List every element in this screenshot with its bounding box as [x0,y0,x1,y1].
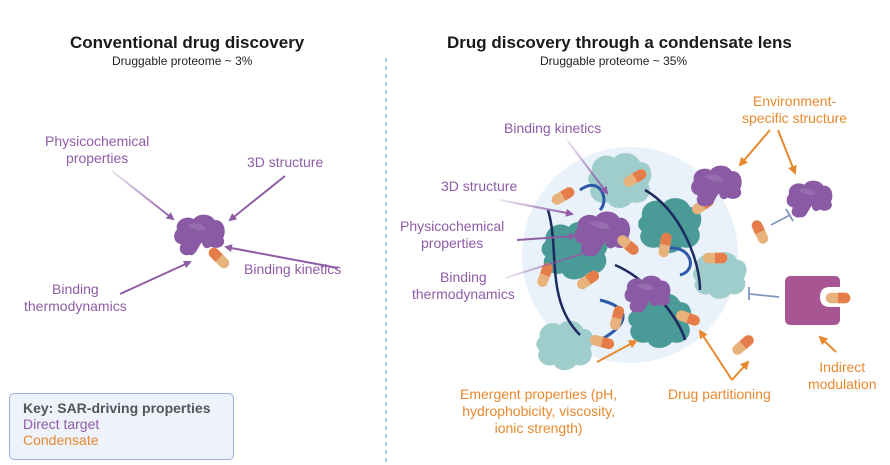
arrow-cond-3d-structure [499,199,574,217]
label-line: ionic strength) [494,420,583,436]
label-binding-kinetics: Binding kinetics [244,261,342,277]
label-line: modulation [808,376,877,392]
key-legend: Key: SAR-driving properties Direct targe… [9,393,234,460]
arrow-cond-binding-thermo [504,248,593,279]
label-binding-thermodynamics: Binding thermodynamics [24,281,127,315]
key-title: Key: SAR-driving properties [23,400,211,416]
label-line: Physicochemical [400,218,505,234]
arrow-env-structure-far [777,129,797,175]
right-panel-title: Drug discovery through a condensate lens [447,33,792,52]
left-panel-subtitle: Druggable proteome ~ 3% [112,54,253,68]
label-line: Environment- [752,93,837,109]
label-line: Emergent properties (pH, [460,386,618,402]
indirect-receptor [785,276,851,325]
arrow-env-structure-near [738,129,771,167]
arrow-cond-physicochemical [516,232,577,241]
label-line: hydrophobicity, viscosity, [462,403,615,419]
arrow-physicochemical [111,170,175,221]
label-3d-structure: 3D structure [247,154,324,170]
label-line: properties [421,235,484,251]
arrow-binding-thermodynamics [119,260,192,295]
label-line: specific structure [742,110,848,126]
inhibition-line-upper [770,214,791,226]
label-line: Physicochemical [45,133,150,149]
outside-drug-pill-lower [730,333,756,357]
label-cond-3d-structure: 3D structure [441,178,518,194]
key-condensate: Condensate [23,432,99,448]
label-line: Binding [52,281,99,297]
label-emergent-properties: Emergent properties (pH, hydrophobicity,… [460,386,617,437]
label-line: properties [66,150,129,166]
inhibition-line-lower [749,293,780,298]
arrow-cond-binding-kinetics [566,139,609,195]
arrow-3d-structure [228,175,286,222]
arrow-binding-kinetics [224,244,339,269]
label-line: thermodynamics [412,286,515,302]
arrow-indirect-modulation [818,335,837,353]
label-environment-specific-structure: Environment- specific structure [742,93,847,127]
right-panel-subtitle: Druggable proteome ~ 35% [540,54,688,68]
arrow-partitioning-in [698,329,733,381]
outside-drug-pill-upper [750,218,770,246]
label-line: Binding [440,269,487,285]
label-indirect-modulation: Indirect modulation [808,359,877,393]
label-line: thermodynamics [24,298,127,314]
label-physicochemical-properties: Physicochemical properties [45,133,149,167]
label-cond-binding-thermodynamics: Binding thermodynamics [412,269,515,303]
environment-protein-far [786,180,833,218]
label-drug-partitioning: Drug partitioning [668,386,771,402]
label-line: Indirect [819,359,866,375]
label-cond-physicochemical: Physicochemical properties [400,218,504,252]
left-drug-pill [206,245,232,271]
arrow-emergent-properties [596,340,638,363]
key-direct-target: Direct target [23,416,100,432]
arrow-partitioning-out [731,360,750,381]
label-cond-binding-kinetics: Binding kinetics [504,120,602,136]
left-panel-title: Conventional drug discovery [70,33,305,52]
